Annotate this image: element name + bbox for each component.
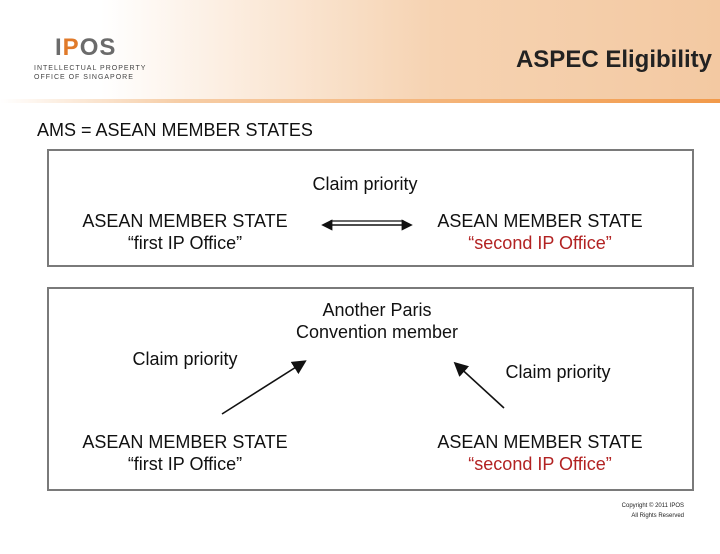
slide-title: ASPEC Eligibility bbox=[516, 46, 712, 74]
panel1-right-line1: ASEAN MEMBER STATE bbox=[415, 210, 665, 232]
panel2-right-line1: ASEAN MEMBER STATE bbox=[415, 431, 665, 453]
logo-wordmark: IPOS bbox=[55, 35, 116, 61]
copyright-line1: Copyright © 2011 IPOS bbox=[600, 501, 684, 511]
panel2-top-line1: Another Paris bbox=[262, 299, 492, 321]
panel2-left-line1: ASEAN MEMBER STATE bbox=[60, 431, 310, 453]
copyright-line2: All Rights Reserved bbox=[600, 511, 684, 521]
ipos-logo: IPOS INTELLECTUAL PROPERTY OFFICE OF SIN… bbox=[34, 35, 164, 85]
header-divider bbox=[0, 99, 720, 103]
priority-arrows bbox=[200, 340, 540, 430]
logo-line-1: INTELLECTUAL PROPERTY bbox=[34, 65, 146, 73]
panel1-claim-label: Claim priority bbox=[290, 173, 440, 195]
panel2-right-state: ASEAN MEMBER STATE “second IP Office” bbox=[415, 431, 665, 475]
panel2-right-line2: “second IP Office” bbox=[415, 453, 665, 475]
logo-line-2: OFFICE OF SINGAPORE bbox=[34, 74, 134, 82]
panel1-left-line2: “first IP Office” bbox=[60, 232, 310, 254]
panel2-left-line2: “first IP Office” bbox=[60, 453, 310, 475]
copyright-notice: Copyright © 2011 IPOS All Rights Reserve… bbox=[600, 501, 684, 521]
double-arrow bbox=[318, 215, 418, 231]
panel1-right-state: ASEAN MEMBER STATE “second IP Office” bbox=[415, 210, 665, 254]
panel1-left-line1: ASEAN MEMBER STATE bbox=[60, 210, 310, 232]
panel2-top-member: Another Paris Convention member bbox=[262, 299, 492, 343]
panel1-left-state: ASEAN MEMBER STATE “first IP Office” bbox=[60, 210, 310, 254]
panel1-right-line2: “second IP Office” bbox=[415, 232, 665, 254]
subtitle: AMS = ASEAN MEMBER STATES bbox=[37, 120, 313, 141]
panel2-left-state: ASEAN MEMBER STATE “first IP Office” bbox=[60, 431, 310, 475]
